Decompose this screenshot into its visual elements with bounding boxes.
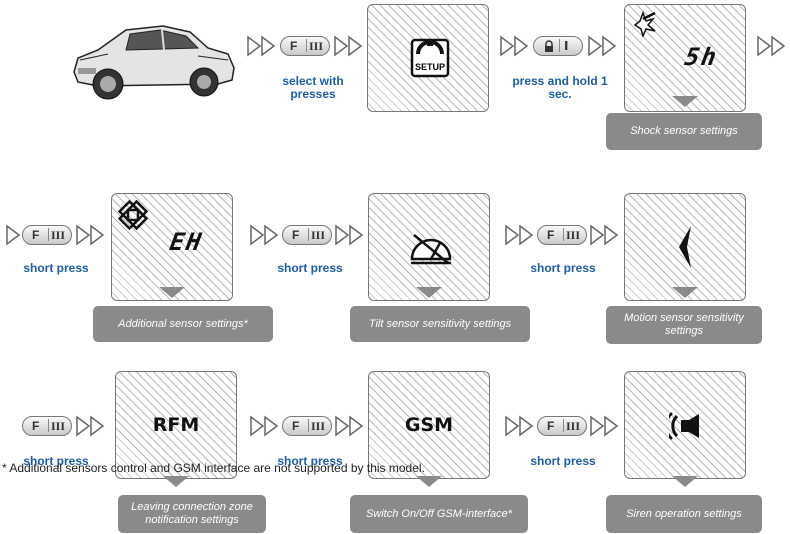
double-arrow-icon	[250, 415, 279, 437]
double-arrow-icon	[590, 415, 619, 437]
double-arrow-icon	[334, 35, 363, 57]
double-arrow-icon	[757, 35, 786, 57]
lock-icon	[545, 40, 553, 52]
caption-select: select with presses	[282, 74, 344, 101]
lcd-rfm: RFM	[115, 371, 237, 479]
caption-short-press: short press	[530, 261, 596, 275]
lock-button[interactable]: I	[533, 36, 583, 56]
additional-settings-label: Additional sensor settings*	[93, 306, 273, 342]
motion-chevron-icon	[679, 226, 691, 268]
shock-display: 5h	[682, 43, 721, 71]
caption-short-press: short press	[530, 454, 596, 468]
double-arrow-icon	[505, 415, 534, 437]
double-arrow-icon	[247, 35, 276, 57]
double-arrow-icon	[335, 224, 364, 246]
pointer-triangle	[159, 287, 185, 298]
lcd-shock: 5h	[624, 4, 746, 112]
f-key-label: F	[290, 39, 298, 53]
setup-icon-label: SETUP	[414, 62, 445, 72]
lcd-setup: SETUP	[367, 4, 489, 112]
double-arrow-icon	[250, 224, 279, 246]
siren-settings-label: Siren operation settings	[606, 495, 762, 533]
gsm-settings-label: Switch On/Off GSM-interface*	[350, 495, 528, 533]
double-arrow-icon	[505, 224, 534, 246]
shock-settings-label: Shock sensor settings	[606, 113, 762, 150]
gsm-display: GSM	[404, 414, 454, 436]
f-button[interactable]: F III	[280, 36, 330, 56]
double-arrow-icon	[590, 224, 619, 246]
double-arrow-icon	[588, 35, 617, 57]
siren-speaker-icon	[669, 412, 699, 440]
double-arrow-icon	[500, 35, 529, 57]
caption-short-press: short press	[23, 261, 89, 275]
double-arrow-icon	[76, 415, 105, 437]
lcd-siren	[624, 371, 746, 479]
lcd-additional: EH	[111, 193, 233, 301]
caption-short-press: short press	[277, 261, 343, 275]
pointer-triangle	[672, 96, 698, 107]
lcd-gsm: GSM	[368, 371, 490, 479]
iii-key-label: III	[309, 39, 324, 53]
double-arrow-icon	[76, 224, 105, 246]
pointer-triangle	[416, 287, 442, 298]
caption-short-press: short press	[277, 454, 343, 468]
car-image	[73, 25, 235, 100]
pointer-triangle	[163, 476, 189, 487]
motion-settings-label: Motion sensor sensitivity settings	[606, 306, 762, 344]
i-key-label: I	[564, 39, 569, 53]
caption-short-press: short press	[23, 454, 89, 468]
tilt-gauge-icon	[410, 234, 452, 265]
setup-gear-icon	[410, 38, 450, 78]
lcd-motion	[624, 193, 746, 301]
additional-sensor-icon	[118, 200, 148, 230]
lcd-tilt	[368, 193, 490, 301]
shock-hammer-icon	[633, 11, 656, 37]
rfm-display: RFM	[152, 414, 200, 436]
double-arrow-icon	[335, 415, 364, 437]
tilt-settings-label: Tilt sensor sensitivity settings	[350, 306, 530, 342]
arrow-icon	[6, 224, 21, 246]
caption-hold: press and hold 1 sec.	[512, 74, 608, 101]
additional-display: EH	[167, 228, 206, 256]
pointer-triangle	[416, 476, 442, 487]
pointer-triangle	[672, 287, 698, 298]
rfm-settings-label: Leaving connection zone notification set…	[118, 495, 266, 533]
pointer-triangle	[672, 476, 698, 487]
footnote: * Additional sensors control and GSM int…	[2, 461, 425, 475]
